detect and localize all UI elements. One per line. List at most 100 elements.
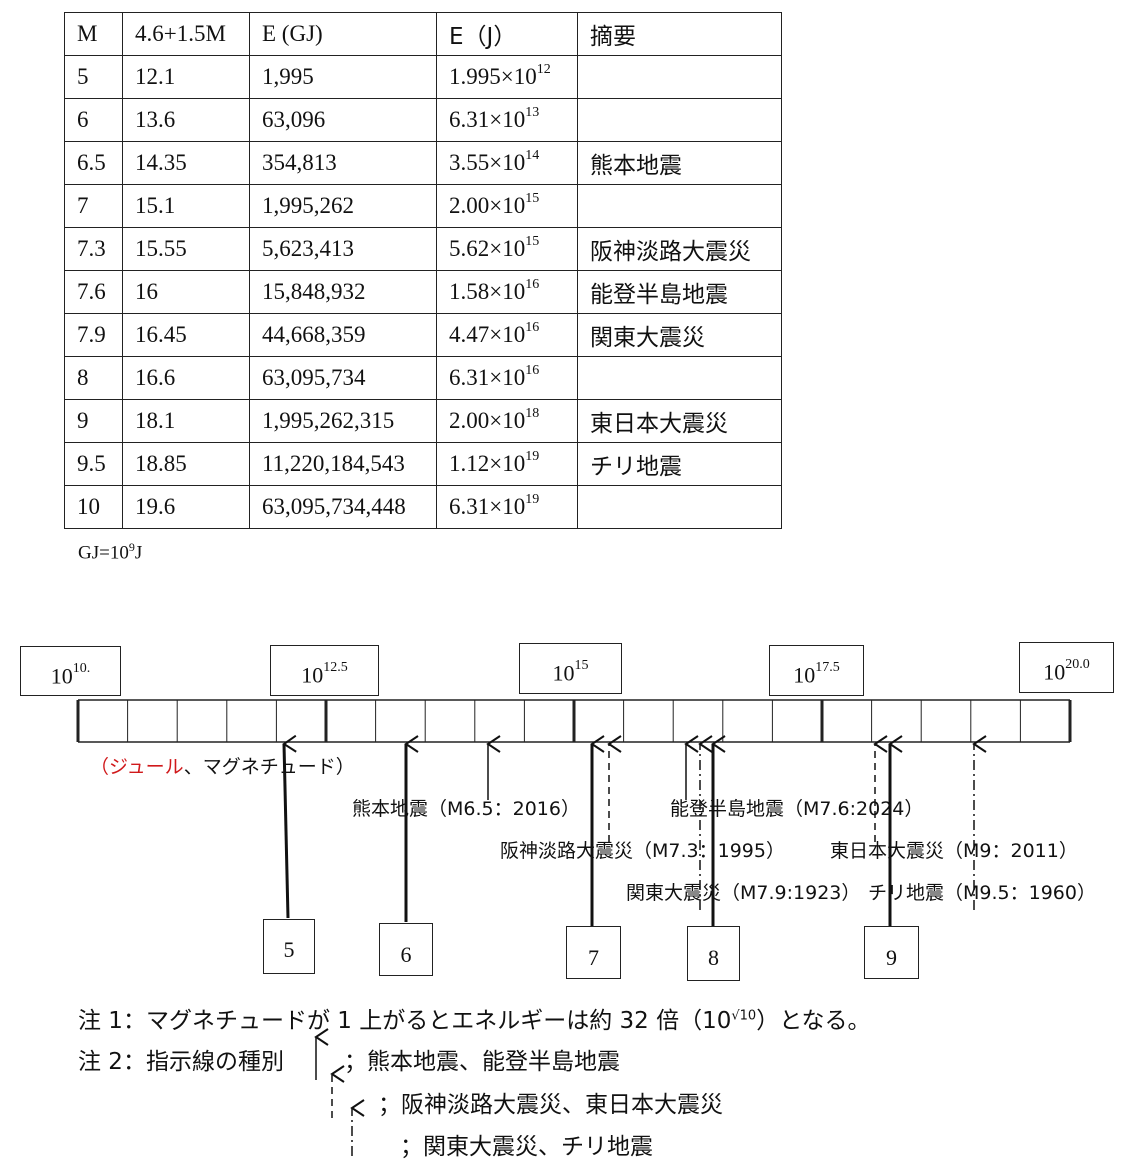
energy-j-base: 2.00×10 [449,193,526,218]
energy-j-base: 1.12×10 [449,451,526,476]
cell-note: チリ地震 [577,442,782,486]
energy-j-exponent: 15 [525,191,540,207]
note-1-sup: √10 [731,1008,757,1024]
cell-formula: 16.6 [122,356,250,400]
magnitude-box-5: 5 [263,919,315,974]
scale-label-12-5: 1012.5 [270,645,379,696]
cell-note: 能登半島地震 [577,270,782,314]
scale-label-15-base: 10 [552,660,575,686]
energy-j-exponent: 18 [525,406,540,422]
cell-formula: 15.55 [122,227,250,271]
scale-label-12-5-exp: 12.5 [323,660,348,675]
magnitude-box-9: 9 [864,926,919,979]
scale-label-20-base: 10 [1043,659,1066,685]
cell-energy-gj: 11,220,184,543 [249,442,437,486]
scale-label-10-exp: 10. [72,661,91,676]
scale-label-17-5: 1017.5 [769,645,864,696]
energy-j-exponent: 14 [525,148,540,164]
cell-energy-gj: 1,995,262 [249,184,437,228]
legend-dashed: ；阪神淡路大震災、東日本大震災 [378,1092,723,1118]
cell-note [577,98,782,142]
cell-note: 東日本大震災 [577,399,782,443]
scale-label-10-base: 10 [50,663,73,689]
cell-energy-gj: 15,848,932 [249,270,437,314]
scale-label-10: 1010. [20,646,121,696]
cell-m: 6.5 [64,141,123,185]
cell-energy-gj: 5,623,413 [249,227,437,271]
cell-energy-gj: 354,813 [249,141,437,185]
scale-caption-joule: ジュール [109,756,184,778]
magnitude-box-7: 7 [566,926,621,979]
event-kumamoto: 熊本地震（M6.5：2016） [352,798,580,820]
cell-m: 10 [64,485,123,529]
cell-note: 阪神淡路大震災 [577,227,782,271]
magnitude-box-8: 8 [687,926,740,981]
energy-j-exponent: 16 [525,320,540,336]
energy-j-exponent: 12 [536,62,551,78]
event-chile: チリ地震（M9.5：1960） [868,882,1096,904]
cell-formula: 15.1 [122,184,250,228]
energy-j-base: 6.31×10 [449,107,526,132]
cell-energy-j: 6.31×1016 [436,356,578,400]
energy-j-base: 1.995×10 [449,64,537,89]
event-leaders [486,735,987,910]
cell-energy-gj: 63,096 [249,98,437,142]
energy-j-exponent: 19 [525,449,540,465]
cell-note [577,356,782,400]
cell-formula: 13.6 [122,98,250,142]
cell-energy-j: 2.00×1015 [436,184,578,228]
header-formula: 4.6+1.5M [122,12,250,56]
legend-solid: ；熊本地震、能登半島地震 [344,1049,620,1075]
legend-arrows [314,1028,365,1156]
unit-note: GJ=109J [78,540,142,564]
header-energy-j: E（J） [436,12,578,56]
event-kanto: 関東大震災（M7.9:1923） [626,882,861,904]
cell-energy-j: 1.12×1019 [436,442,578,486]
cell-note [577,55,782,99]
energy-j-base: 6.31×10 [449,365,526,390]
cell-m: 8 [64,356,123,400]
arrow-m5 [282,734,297,919]
energy-j-base: 1.58×10 [449,279,526,304]
note-1: 注 1：マグネチュードが 1 上がるとエネルギーは約 32 倍（10√10）とな… [78,1001,871,1035]
cell-energy-gj: 1,995 [249,55,437,99]
cell-energy-gj: 63,095,734,448 [249,485,437,529]
cell-m: 5 [64,55,123,99]
cell-energy-j: 6.31×1013 [436,98,578,142]
energy-j-exponent: 19 [525,492,540,508]
magnitude-arrows [282,734,903,926]
scale-caption: （ジュール、マグネチュード） [90,752,355,779]
energy-j-exponent: 15 [525,234,540,250]
scale-label-15: 1015 [519,643,622,694]
note-2-label: 注 2：指示線の種別 [78,1049,284,1075]
energy-j-exponent: 16 [525,277,540,293]
scale-ticks [76,700,1072,742]
energy-j-base: 4.47×10 [449,322,526,347]
event-noto: 能登半島地震（M7.6:2024） [670,798,924,820]
unit-note-base: GJ=10 [78,542,129,564]
cell-m: 9.5 [64,442,123,486]
cell-energy-j: 2.00×1018 [436,399,578,443]
unit-note-exp: 9 [128,540,135,554]
cell-energy-j: 1.58×1016 [436,270,578,314]
scale-bar [76,699,1072,743]
cell-energy-j: 6.31×1019 [436,485,578,529]
cell-energy-j: 5.62×1015 [436,227,578,271]
cell-m: 7.3 [64,227,123,271]
event-higashi: 東日本大震災（M9：2011） [830,840,1078,862]
energy-j-exponent: 16 [525,363,540,379]
cell-m: 6 [64,98,123,142]
cell-energy-gj: 63,095,734 [249,356,437,400]
cell-formula: 16.45 [122,313,250,357]
energy-j-base: 6.31×10 [449,494,526,519]
note-1-pre: 注 1：マグネチュードが 1 上がるとエネルギーは約 32 倍（10 [78,1008,732,1034]
energy-j-base: 5.62×10 [449,236,526,261]
